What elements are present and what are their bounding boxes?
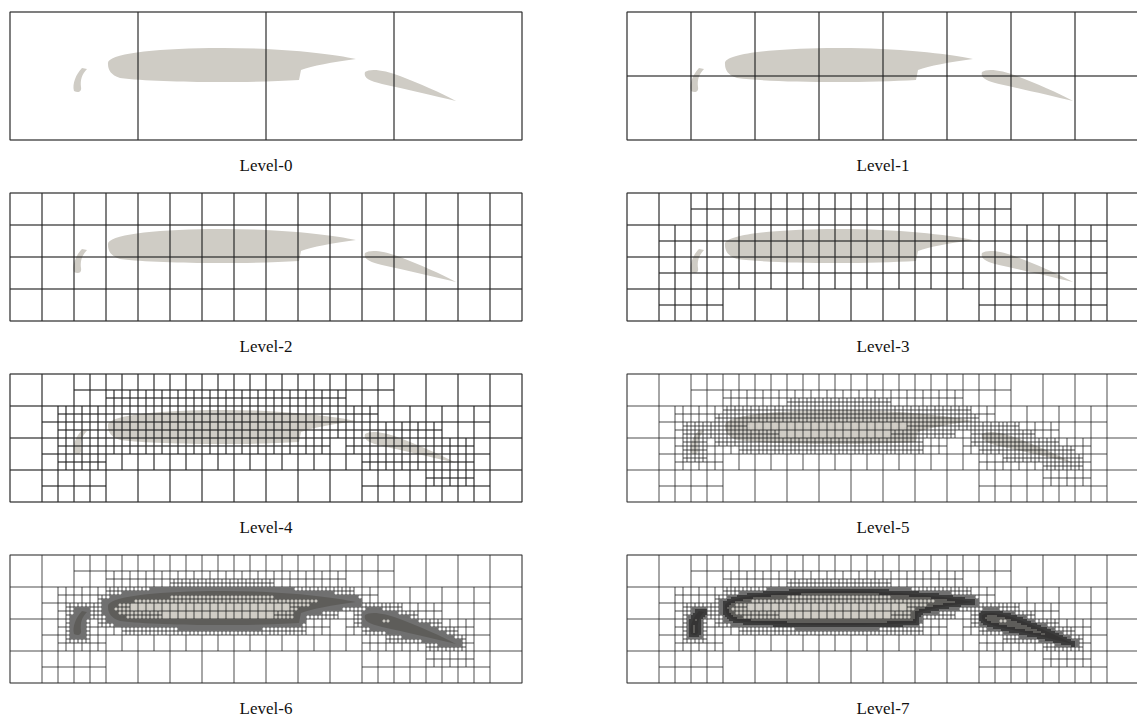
panel-caption: Level-1 xyxy=(773,156,993,176)
quadtree-grid xyxy=(10,374,522,502)
mesh-panel xyxy=(627,374,1137,502)
panel-caption: Level-4 xyxy=(156,518,376,538)
panel-border xyxy=(10,555,522,683)
mesh-panel xyxy=(10,12,522,140)
airfoil-element xyxy=(690,249,704,273)
panel-border xyxy=(10,193,522,321)
airfoil-element xyxy=(108,48,356,82)
airfoil-element xyxy=(725,410,973,444)
mesh-panel xyxy=(10,374,522,502)
panel-border xyxy=(627,374,1137,502)
quadtree-grid xyxy=(627,555,1137,683)
mesh-panel xyxy=(627,193,1137,321)
panel-border xyxy=(10,12,522,140)
airfoil-element xyxy=(365,70,456,101)
quadtree-grid xyxy=(627,12,1137,140)
airfoil-element xyxy=(725,48,973,82)
airfoil-element xyxy=(73,430,87,454)
airfoil-element xyxy=(690,68,704,92)
airfoil-element xyxy=(108,410,356,444)
panel-caption: Level-5 xyxy=(773,518,993,538)
mesh-panel xyxy=(10,193,522,321)
airfoil-element xyxy=(982,432,1073,463)
panel-caption: Level-6 xyxy=(156,699,376,719)
panel-border xyxy=(627,555,1137,683)
quadtree-grid xyxy=(627,193,1137,321)
airfoil-element xyxy=(365,251,456,282)
panel-border xyxy=(627,193,1137,321)
mesh-panel xyxy=(627,555,1137,683)
panel-caption: Level-2 xyxy=(156,337,376,357)
airfoil-element xyxy=(73,249,87,273)
airfoil-element xyxy=(365,613,456,644)
quadtree-grid xyxy=(10,12,522,140)
quadtree-grid xyxy=(627,374,1137,502)
airfoil-element xyxy=(725,229,973,263)
panel-caption: Level-3 xyxy=(773,337,993,357)
panel-caption: Level-7 xyxy=(773,699,993,719)
panel-border xyxy=(627,12,1137,140)
airfoil-element xyxy=(982,613,1073,644)
panel-caption: Level-0 xyxy=(156,156,376,176)
airfoil-element xyxy=(73,68,87,92)
mesh-panel xyxy=(10,555,522,683)
airfoil-element xyxy=(108,229,356,263)
quadtree-grid xyxy=(10,193,522,321)
airfoil-element xyxy=(982,70,1073,101)
panel-border xyxy=(10,374,522,502)
mesh-panel xyxy=(627,12,1137,140)
quadtree-grid xyxy=(10,555,522,683)
